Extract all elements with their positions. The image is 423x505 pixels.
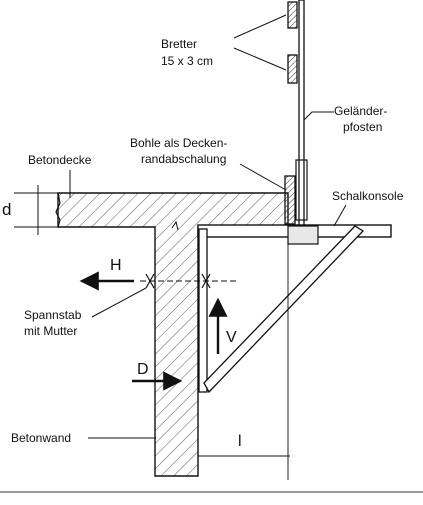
label-schalkonsole: Schalkonsole (332, 189, 404, 203)
leader-bohle (239, 163, 287, 191)
leader-lines (69, 14, 347, 439)
force-h-symbol: H (110, 257, 122, 274)
edge-plank (284, 175, 296, 225)
nut-left (145, 273, 155, 289)
label-bretter-line1: Bretter (161, 37, 197, 51)
force-h: H (79, 257, 134, 291)
board-lower (287, 54, 298, 84)
label-bohle-line1: Bohle als Decken- (130, 136, 227, 150)
leader-bretter-lower (233, 47, 287, 71)
board-upper (287, 1, 298, 29)
slab-break-line (55, 192, 61, 228)
slab-thickness-symbol: d (2, 200, 11, 219)
diagonal-strut (203, 225, 365, 394)
tension-rod (140, 273, 238, 289)
post-tube (298, 0, 305, 235)
leader-bretter-upper (233, 14, 287, 39)
lever-arm-dimension: l (197, 433, 290, 470)
railing-post (284, 0, 308, 235)
formwork-bracket (197, 224, 392, 480)
label-betonwand: Betonwand (11, 431, 71, 445)
label-spannstab-line2: mit Mutter (24, 324, 77, 338)
label-betondecke: Betondecke (28, 153, 92, 167)
nut-right (201, 273, 211, 289)
force-d-symbol: D (137, 361, 149, 378)
force-v: V (208, 297, 237, 354)
label-gelaender-line2: pfosten (343, 120, 382, 134)
leader-spannstab (91, 287, 147, 318)
text-labels: Bretter 15 x 3 cm Geländer- pfosten Bohl… (11, 37, 404, 445)
rebar-mark (171, 220, 179, 231)
bracket-clamp (287, 225, 319, 245)
post-sleeve (295, 159, 308, 221)
label-bretter-line2: 15 x 3 cm (161, 54, 213, 68)
label-bohle-line2: randabschalung (141, 152, 226, 166)
leader-gelaender (303, 111, 334, 121)
force-d: D (132, 361, 183, 391)
force-v-symbol: V (226, 329, 237, 346)
label-gelaender-line1: Geländer- (334, 104, 387, 118)
lever-arm-symbol: l (238, 433, 242, 450)
leader-schalkonsole (333, 204, 347, 227)
slab-thickness-dimension: d (2, 185, 60, 235)
wall-plate (198, 228, 208, 393)
label-spannstab-line1: Spannstab (24, 308, 82, 322)
